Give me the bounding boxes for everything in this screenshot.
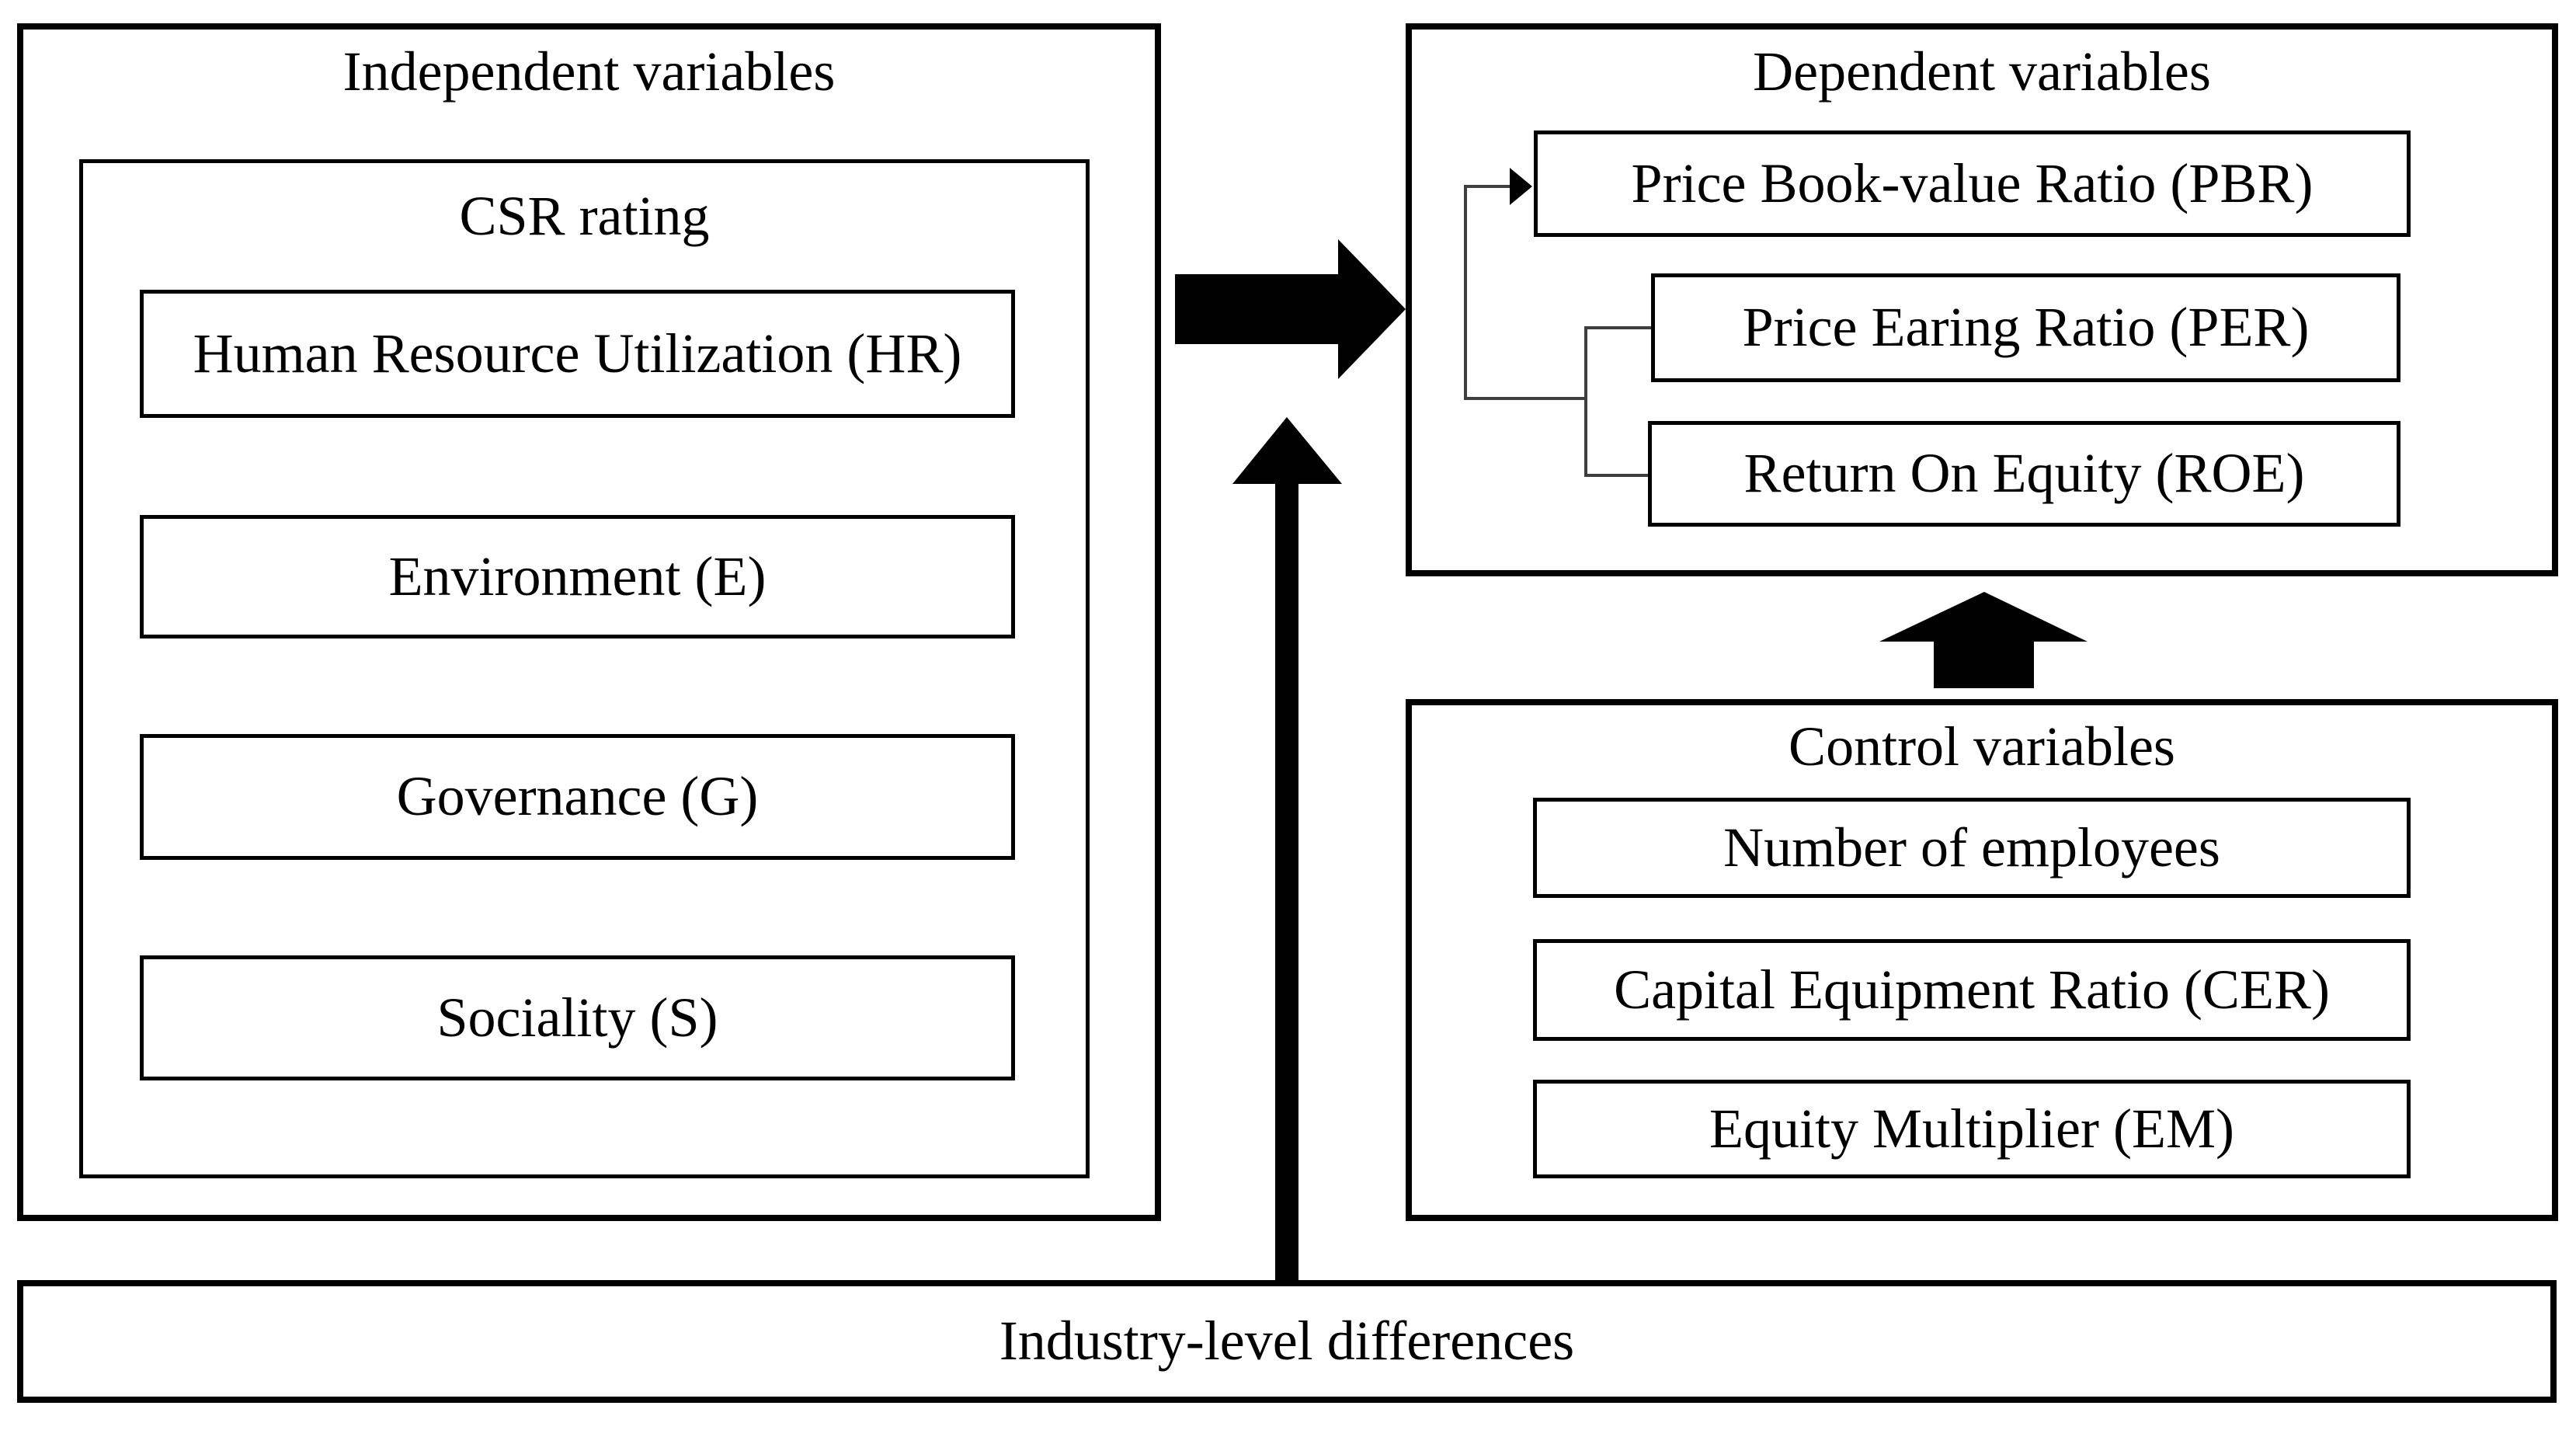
price-earing-ratio-label: Price Earing Ratio (PER) — [1742, 296, 2310, 359]
capital-equipment-ratio-label: Capital Equipment Ratio (CER) — [1614, 958, 2330, 1021]
number-of-employees-box: Number of employees — [1533, 798, 2411, 898]
price-book-value-ratio-box: Price Book-value Ratio (PBR) — [1534, 130, 2411, 237]
environment-label: Environment (E) — [388, 545, 767, 607]
return-on-equity-label: Return On Equity (ROE) — [1743, 442, 2305, 505]
human-resource-utilization-label: Human Resource Utilization (HR) — [193, 322, 962, 384]
sociality-label: Sociality (S) — [436, 986, 718, 1049]
human-resource-utilization-box: Human Resource Utilization (HR) — [140, 290, 1015, 418]
independent-variables-title: Independent variables — [342, 40, 836, 103]
return-on-equity-box: Return On Equity (ROE) — [1648, 421, 2400, 527]
csr-rating-title: CSR rating — [459, 185, 710, 247]
control-up-arrow-icon — [1879, 592, 2088, 688]
equity-multiplier-box: Equity Multiplier (EM) — [1533, 1080, 2411, 1178]
price-book-value-ratio-label: Price Book-value Ratio (PBR) — [1631, 151, 2314, 214]
industry-up-arrow-icon — [1232, 417, 1342, 1280]
dependent-variables-title: Dependent variables — [1753, 40, 2211, 103]
sociality-box: Sociality (S) — [140, 955, 1015, 1080]
industry-level-differences-bar: Industry-level differences — [17, 1280, 2557, 1403]
control-variables-title: Control variables — [1789, 715, 2175, 778]
environment-box: Environment (E) — [140, 515, 1015, 638]
independent-to-dependent-arrow-icon — [1175, 239, 1406, 379]
capital-equipment-ratio-box: Capital Equipment Ratio (CER) — [1533, 939, 2411, 1041]
equity-multiplier-label: Equity Multiplier (EM) — [1709, 1097, 2234, 1160]
number-of-employees-label: Number of employees — [1723, 816, 2220, 879]
industry-level-differences-label: Industry-level differences — [999, 1310, 1575, 1373]
governance-box: Governance (G) — [140, 734, 1015, 860]
price-earing-ratio-box: Price Earing Ratio (PER) — [1651, 273, 2400, 382]
governance-label: Governance (G) — [396, 765, 759, 828]
